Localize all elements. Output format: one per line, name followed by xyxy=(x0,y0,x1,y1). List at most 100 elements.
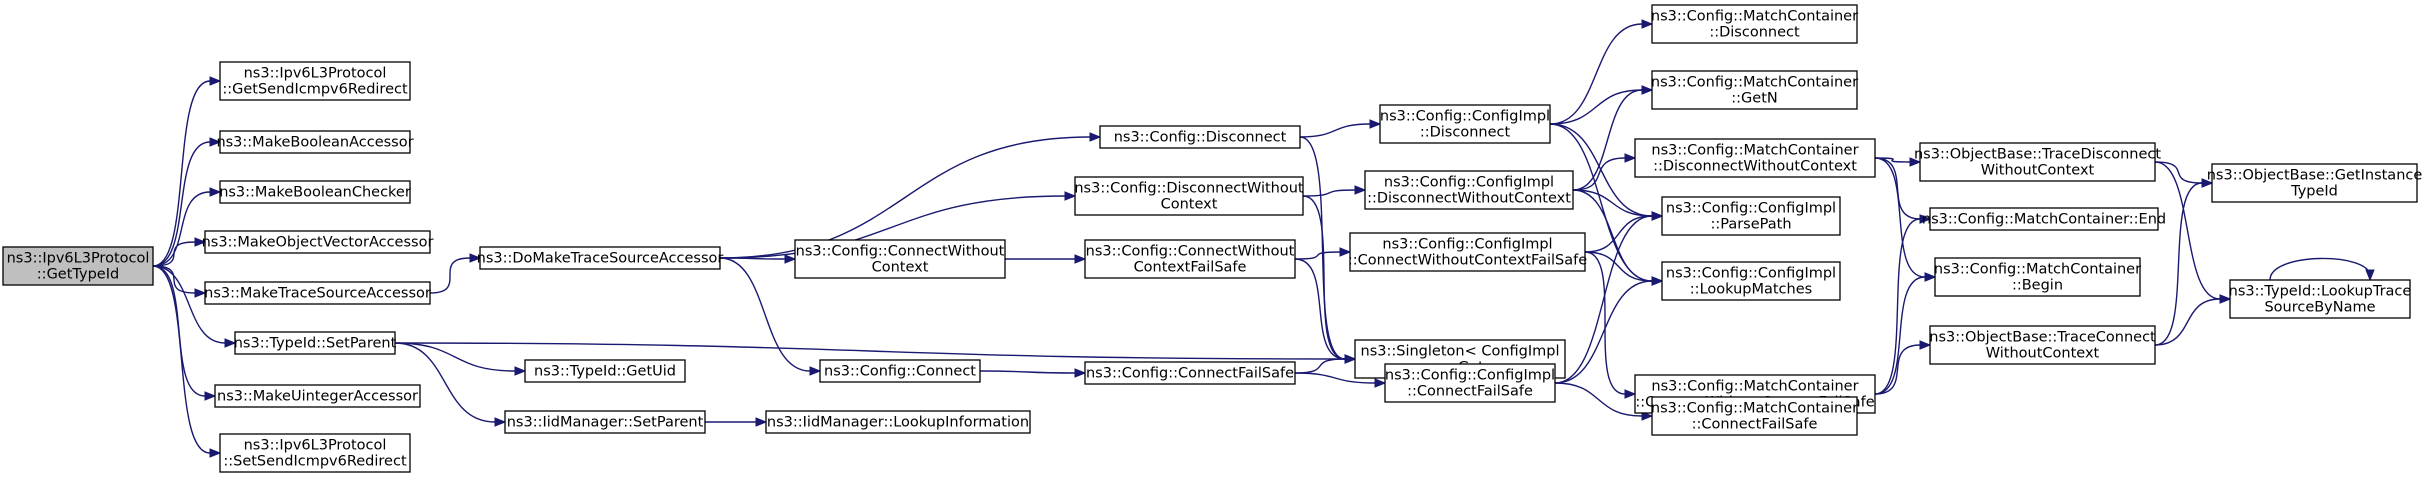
node-mcdisc[interactable]: ns3::Config::MatchContainer::Disconnect xyxy=(1651,4,1858,44)
node-label-line: TypeId xyxy=(2290,184,2338,200)
node-dmtsa[interactable]: ns3::DoMakeTraceSourceAccessor xyxy=(477,246,724,270)
edge-cfgconnfs-to-implconnfs xyxy=(1294,372,1387,388)
edge-line xyxy=(152,191,211,267)
node-cfgdisc[interactable]: ns3::Config::Disconnect xyxy=(1099,125,1301,149)
edge-iidset-to-iidlookup xyxy=(704,417,768,427)
arrow-head xyxy=(209,448,222,458)
node-mkbchk[interactable]: ns3::MakeBooleanChecker xyxy=(219,180,411,204)
edge-implconnwcfs-to-parsepath xyxy=(1584,211,1664,253)
edge-line xyxy=(152,80,211,267)
node-iidlookup[interactable]: ns3::IidManager::LookupInformation xyxy=(765,410,1031,434)
arrow-head xyxy=(1339,247,1352,257)
node-label-line: ns3::MakeBooleanAccessor xyxy=(216,135,413,151)
node-cfgconn[interactable]: ns3::Config::Connect xyxy=(819,359,981,383)
node-label-line: ::GetTypeId xyxy=(37,267,119,283)
edge-obtcwc-to-obgit xyxy=(2154,178,2214,346)
node-label-line: SourceByName xyxy=(2264,300,2375,316)
edge-setparent-to-getuid xyxy=(394,342,527,376)
node-label-line: ns3::MakeUintegerAccessor xyxy=(217,389,418,405)
node-box xyxy=(1651,70,1858,110)
edge-line xyxy=(152,141,211,267)
edge-line xyxy=(2154,298,2221,346)
node-box xyxy=(1929,207,2159,231)
node-label-line: ns3::Config::ConfigImpl xyxy=(1666,266,1836,282)
node-iidset[interactable]: ns3::IidManager::SetParent xyxy=(504,410,706,434)
node-label-line: ns3::Ipv6L3Protocol xyxy=(7,251,150,267)
node-label-line: Context xyxy=(1161,197,1218,213)
arrow-head xyxy=(1641,19,1654,29)
node-box xyxy=(219,61,411,101)
node-mkuint[interactable]: ns3::MakeUintegerAccessor xyxy=(214,384,421,408)
edge-line xyxy=(979,370,1076,374)
node-label-line: ns3::Config::ConfigImpl xyxy=(1384,175,1554,191)
node-parsepath[interactable]: ns3::Config::ConfigImpl::ParsePath xyxy=(1661,196,1841,236)
node-label-line: ns3::MakeBooleanChecker xyxy=(219,185,411,201)
node-getuid[interactable]: ns3::TypeId::GetUid xyxy=(524,359,686,383)
edge-line xyxy=(2154,182,2203,346)
edge-line xyxy=(394,342,516,372)
node-label-line: ns3::Config::MatchContainer xyxy=(1651,379,1858,395)
node-setsend[interactable]: ns3::Ipv6L3Protocol::SetSendIcmpv6Redire… xyxy=(219,433,411,473)
node-label-line: ::GetSendIcmpv6Redirect xyxy=(222,82,408,98)
node-mcend[interactable]: ns3::Config::MatchContainer::End xyxy=(1922,207,2166,231)
node-box xyxy=(1651,396,1858,436)
node-label-line: WithoutContext xyxy=(1981,163,2095,179)
node-cfgconnwcfs[interactable]: ns3::Config::ConnectWithoutContextFailSa… xyxy=(1084,239,1296,279)
edge-mcconnwcfs-to-obtcwc xyxy=(1874,340,1932,395)
node-root[interactable]: ns3::Ipv6L3Protocol::GetTypeId xyxy=(2,246,154,286)
arrow-head xyxy=(1074,368,1087,378)
edge-lookupts-to-lookupts xyxy=(2269,257,2375,282)
node-cfgdiscwc[interactable]: ns3::Config::DisconnectWithoutContext xyxy=(1074,176,1304,216)
arrow-head xyxy=(1919,340,1932,350)
node-label-line: ns3::Config::ConfigImpl xyxy=(1382,237,1552,253)
edge-line xyxy=(1572,189,1653,217)
edge-line xyxy=(2154,161,2221,300)
node-implconnfs[interactable]: ns3::Config::ConfigImpl::ConnectFailSafe xyxy=(1384,363,1556,403)
edge-dmtsa-to-cfgdiscwc xyxy=(719,191,1077,259)
node-label-line: ns3::ObjectBase::TraceConnect xyxy=(1929,330,2156,346)
node-box xyxy=(819,359,981,383)
edge-line xyxy=(1294,251,1341,260)
node-label-line: ::DisconnectWithoutContext xyxy=(1653,159,1857,175)
node-label-line: ::DisconnectWithoutContext xyxy=(1367,191,1571,207)
node-mkbacc[interactable]: ns3::MakeBooleanAccessor xyxy=(216,130,414,154)
node-label-line: ::Disconnect xyxy=(1420,125,1511,141)
node-cfgconnfs[interactable]: ns3::Config::ConnectFailSafe xyxy=(1084,361,1296,385)
edge-line xyxy=(1294,358,1346,374)
node-mkovec[interactable]: ns3::MakeObjectVectorAccessor xyxy=(202,230,434,254)
node-box xyxy=(1661,196,1841,236)
node-obtcwc[interactable]: ns3::ObjectBase::TraceConnectWithoutCont… xyxy=(1929,325,2156,365)
node-setparent[interactable]: ns3::TypeId::SetParent xyxy=(234,331,397,355)
edge-line xyxy=(1302,189,1356,197)
edge-implconnfs-to-lookupm xyxy=(1554,276,1664,384)
node-getsend[interactable]: ns3::Ipv6L3Protocol::GetSendIcmpv6Redire… xyxy=(219,61,411,101)
edge-line xyxy=(1554,382,1643,417)
node-box xyxy=(1349,232,1586,272)
edge-line xyxy=(1572,189,1653,282)
node-mcdiscwc[interactable]: ns3::Config::MatchContainer::DisconnectW… xyxy=(1634,138,1876,178)
arrow-head xyxy=(194,237,207,247)
node-mcgetn[interactable]: ns3::Config::MatchContainer::GetN xyxy=(1651,70,1858,110)
edge-line xyxy=(1874,344,1921,395)
arrow-head xyxy=(1919,214,1932,224)
edge-line xyxy=(394,342,496,423)
edge-line xyxy=(719,136,1091,259)
arrow-head xyxy=(1374,378,1387,388)
node-mktsa[interactable]: ns3::MakeTraceSourceAccessor xyxy=(204,281,431,305)
edge-implconnwcfs-to-mcconnwcfs xyxy=(1584,251,1637,399)
node-label-line: ns3::IidManager::LookupInformation xyxy=(767,415,1029,431)
node-implconnwcfs[interactable]: ns3::Config::ConfigImpl::ConnectWithoutC… xyxy=(1348,232,1587,272)
edge-impldisc-to-mcgetn xyxy=(1549,85,1654,125)
node-impldiscwc[interactable]: ns3::Config::ConfigImpl::DisconnectWitho… xyxy=(1364,170,1574,210)
node-label-line: ::ParsePath xyxy=(1710,217,1791,233)
node-mcconnfs[interactable]: ns3::Config::MatchContainer::ConnectFail… xyxy=(1651,396,1858,436)
node-obtdwc[interactable]: ns3::ObjectBase::TraceDisconnectWithoutC… xyxy=(1914,142,2161,182)
node-label-line: ns3::Singleton< ConfigImpl xyxy=(1361,344,1560,360)
node-mcbegin[interactable]: ns3::Config::MatchContainer::Begin xyxy=(1934,257,2141,297)
node-impldisc[interactable]: ns3::Config::ConfigImpl::Disconnect xyxy=(1379,104,1551,144)
node-lookupm[interactable]: ns3::Config::ConfigImpl::LookupMatches xyxy=(1661,261,1841,301)
node-cfgconnwc[interactable]: ns3::Config::ConnectWithoutContext xyxy=(794,239,1006,279)
edge-line xyxy=(152,265,211,454)
